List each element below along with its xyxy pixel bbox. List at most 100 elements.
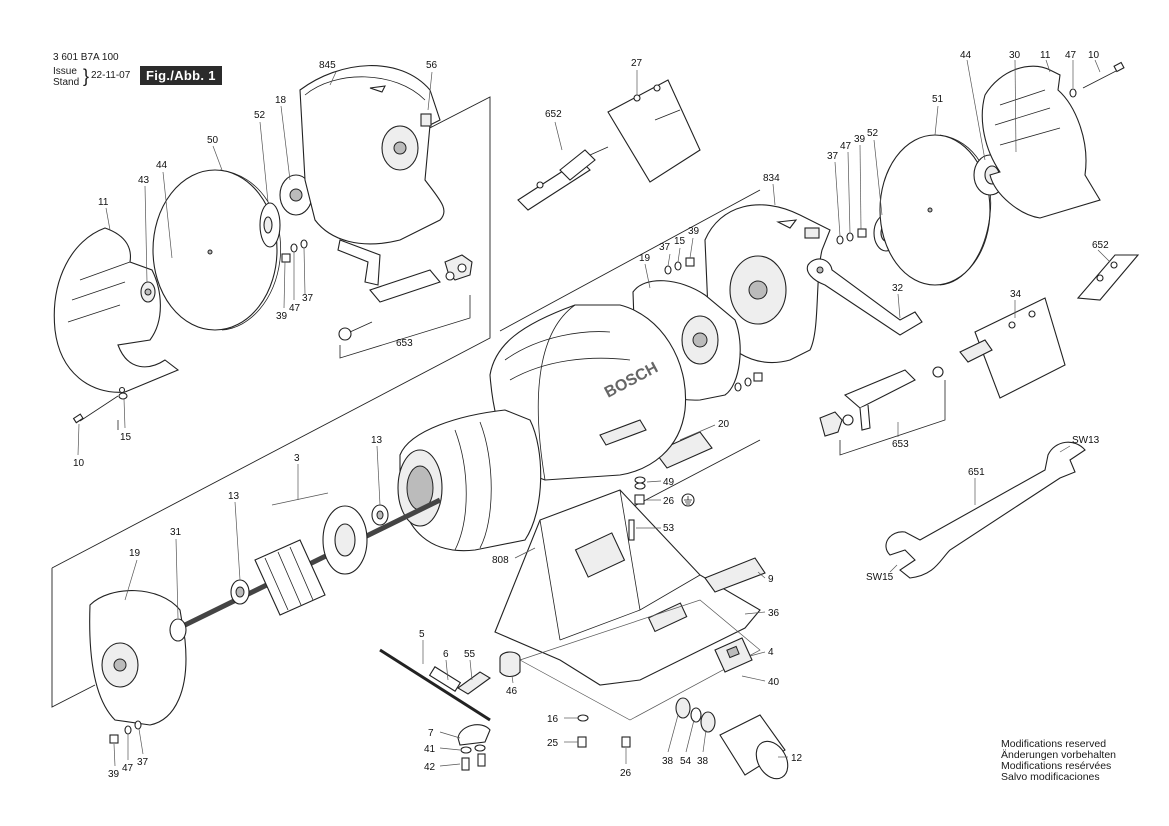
callout-652: 652 xyxy=(1092,240,1109,251)
callout-19: 19 xyxy=(129,548,141,559)
callout-sw13: SW13 xyxy=(1072,435,1100,446)
callout-18: 18 xyxy=(275,95,287,106)
callout-652: 652 xyxy=(545,109,562,120)
callout-15: 15 xyxy=(674,236,686,247)
callout-6: 6 xyxy=(443,649,449,660)
hardware-left-lower xyxy=(109,720,142,744)
callout-37: 37 xyxy=(302,293,314,304)
pin-53 xyxy=(628,519,635,541)
cover-plate-27 xyxy=(607,79,701,183)
callout-38: 38 xyxy=(697,756,709,767)
callout-32: 32 xyxy=(892,283,904,294)
end-housing-left xyxy=(89,590,187,726)
assembly-frame-left xyxy=(51,96,491,708)
callout-5: 5 xyxy=(419,629,425,640)
figure-label: Fig./Abb. 1 xyxy=(140,66,222,85)
cable-clamp xyxy=(457,724,491,771)
callout-47: 47 xyxy=(840,141,852,152)
callout-7: 7 xyxy=(428,728,434,739)
callout-47: 47 xyxy=(122,763,134,774)
callout-labels: 845 56 27 652 44 30 11 47 10 52 18 50 44… xyxy=(73,50,1109,780)
callout-37: 37 xyxy=(827,151,839,162)
callout-27: 27 xyxy=(631,58,643,69)
callout-12: 12 xyxy=(791,753,803,764)
callout-15: 15 xyxy=(120,432,132,443)
callout-43: 43 xyxy=(138,175,150,186)
callout-26: 26 xyxy=(663,496,675,507)
capacitor xyxy=(675,697,789,780)
doc-number: 3 601 B7A 100 xyxy=(53,52,119,63)
bracket-652-top xyxy=(517,146,609,211)
motor-base xyxy=(494,489,761,686)
callout-13: 13 xyxy=(228,491,240,502)
bracket-652-right xyxy=(1076,254,1140,301)
callout-55: 55 xyxy=(464,649,476,660)
notice-line-es: Salvo modificaciones xyxy=(1001,771,1100,783)
callout-52: 52 xyxy=(254,110,266,121)
grinding-wheel-left xyxy=(152,169,282,331)
leader-lines xyxy=(77,59,1111,767)
callout-47: 47 xyxy=(1065,50,1077,61)
callout-37: 37 xyxy=(659,242,671,253)
power-cable xyxy=(379,648,491,722)
cover-plate-34 xyxy=(959,297,1066,399)
switch xyxy=(714,637,753,673)
label-9 xyxy=(704,557,766,593)
base-plate xyxy=(519,599,761,721)
callout-sw15: SW15 xyxy=(866,572,894,583)
callout-26: 26 xyxy=(620,768,632,779)
callout-31: 31 xyxy=(170,527,182,538)
callout-13: 13 xyxy=(371,435,383,446)
callout-651: 651 xyxy=(968,467,985,478)
modifications-notice: Modifications reserved Änderungen vorbeh… xyxy=(1001,739,1116,783)
callout-49: 49 xyxy=(663,477,675,488)
callout-39: 39 xyxy=(276,311,288,322)
bracket-653-left xyxy=(337,239,473,359)
earth-screw xyxy=(634,476,695,507)
spanner xyxy=(885,441,1086,579)
callout-44: 44 xyxy=(156,160,168,171)
callout-25: 25 xyxy=(547,738,559,749)
stand-label: Stand xyxy=(53,77,80,88)
callout-11: 11 xyxy=(98,197,109,208)
guard-housing-left xyxy=(299,65,445,245)
hardware-left-upper xyxy=(281,239,308,263)
callout-19: 19 xyxy=(639,253,651,264)
bracket-653-right xyxy=(819,366,946,456)
callout-30: 30 xyxy=(1009,50,1021,61)
flange-18-52 xyxy=(259,174,313,248)
callout-20: 20 xyxy=(718,419,730,430)
callout-42: 42 xyxy=(424,762,436,773)
callout-51: 51 xyxy=(932,94,944,105)
callout-54: 54 xyxy=(680,756,692,767)
callout-10: 10 xyxy=(1088,50,1100,61)
guard-plate-right xyxy=(981,61,1125,219)
screw-10-left xyxy=(117,392,128,430)
callout-56: 56 xyxy=(426,60,438,71)
callout-34: 34 xyxy=(1010,289,1022,300)
brace: } xyxy=(83,66,90,86)
callout-39: 39 xyxy=(688,226,700,237)
callout-10: 10 xyxy=(73,458,85,469)
callout-845: 845 xyxy=(319,60,336,71)
callout-11: 11 xyxy=(1040,50,1051,61)
callout-52: 52 xyxy=(867,128,879,139)
issue-date: 22-11-07 xyxy=(91,70,131,81)
label-20 xyxy=(654,431,713,469)
callout-47: 47 xyxy=(289,303,301,314)
callout-653: 653 xyxy=(892,439,909,450)
callout-4: 4 xyxy=(768,647,774,658)
callout-38: 38 xyxy=(662,756,674,767)
callout-40: 40 xyxy=(768,677,780,688)
callout-41: 41 xyxy=(424,744,436,755)
armature xyxy=(183,497,442,628)
hardware-base xyxy=(577,714,631,748)
callout-39: 39 xyxy=(108,769,120,780)
stator-winding xyxy=(397,409,542,552)
mounting-bar-32 xyxy=(806,258,923,336)
notice-line-en: Modifications reserved xyxy=(1001,738,1107,750)
callout-53: 53 xyxy=(663,523,675,534)
grinding-wheel-right xyxy=(879,134,992,286)
